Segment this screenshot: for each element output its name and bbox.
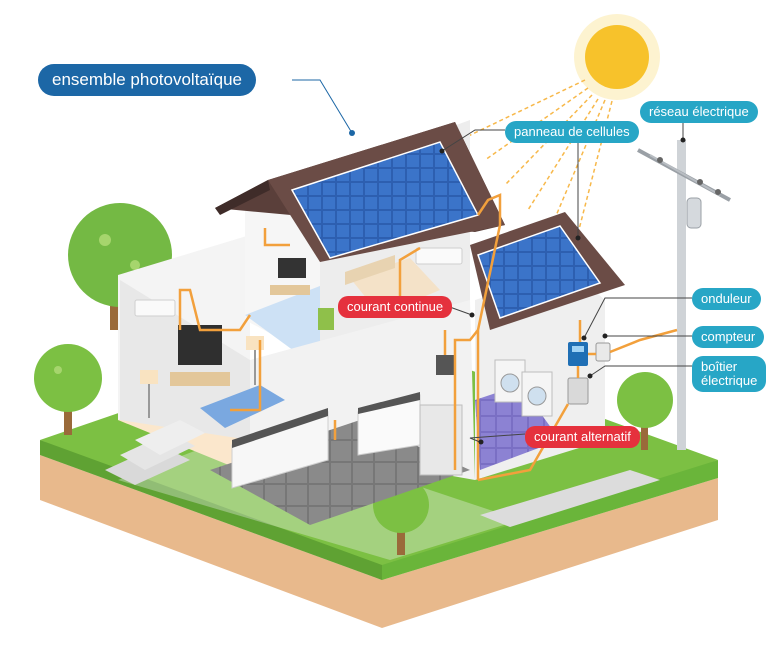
tree-right bbox=[617, 372, 673, 450]
label-courant-continue: courant continue bbox=[338, 296, 453, 318]
sidewalk bbox=[480, 470, 660, 527]
tree-left-front bbox=[34, 344, 102, 435]
annex-solar-array bbox=[477, 225, 602, 319]
label-reseau-electrique: réseau électrique bbox=[640, 101, 758, 123]
label-compteur: compteur bbox=[692, 326, 765, 348]
label-courant-alternatif: courant alternatif bbox=[525, 426, 640, 448]
label-boitier-line2: électrique bbox=[701, 373, 758, 388]
boitier-device bbox=[567, 377, 589, 405]
label-ensemble-photovoltaique: ensemble photovoltaïque bbox=[38, 64, 256, 96]
utility-pole bbox=[637, 140, 731, 450]
entrance-stairs bbox=[105, 420, 205, 485]
label-boitier-line1: boîtier bbox=[701, 359, 738, 374]
wiring bbox=[178, 193, 678, 482]
laundry-floor bbox=[475, 385, 560, 470]
laundry-appliances bbox=[494, 359, 553, 417]
sun-icon bbox=[574, 14, 660, 100]
label-boitier-electrique: boîtier électrique bbox=[692, 356, 767, 392]
living-room-furniture bbox=[134, 299, 285, 428]
compteur-device bbox=[595, 342, 611, 362]
onduleur-device bbox=[568, 342, 588, 366]
label-onduleur: onduleur bbox=[692, 288, 761, 310]
label-panneau-de-cellules: panneau de cellules bbox=[505, 121, 639, 143]
